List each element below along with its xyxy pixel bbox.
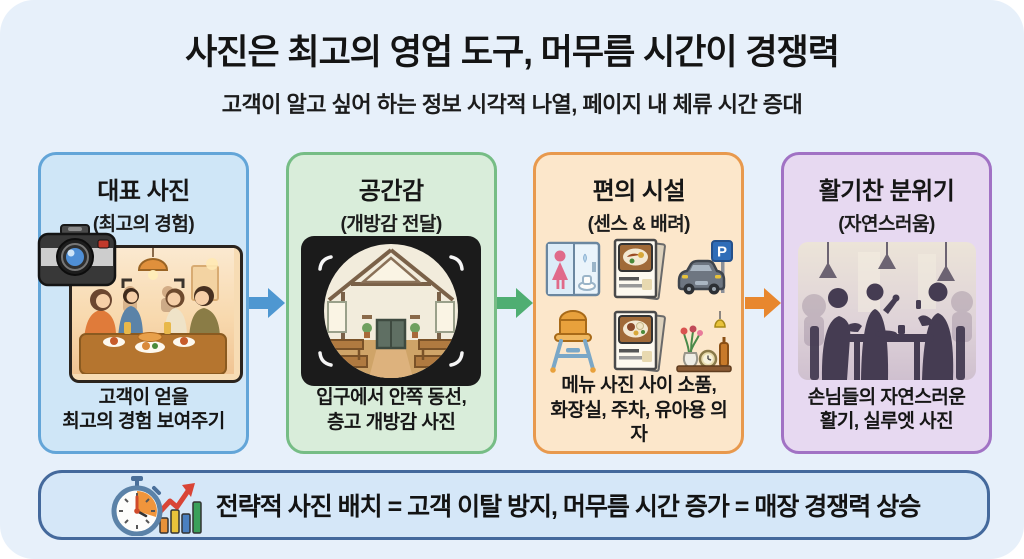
card-amenities: 편의 시설 (센스 & 배려) <box>533 152 745 454</box>
card-illustration: P <box>544 236 734 374</box>
footer-banner: 전략적 사진 배치 = 고객 이탈 방지, 머무름 시간 증가 = 매장 경쟁력… <box>38 470 990 540</box>
card-subtitle: (최고의 경험) <box>92 214 195 235</box>
parking-car-icon: P <box>678 240 734 295</box>
camera-icon <box>37 223 116 287</box>
svg-text:P: P <box>717 244 727 261</box>
card-lively-atmosphere: 활기찬 분위기 (자연스러움) <box>781 152 993 454</box>
page-title: 사진은 최고의 영업 도구, 머무름 시간이 경쟁력 <box>185 33 840 72</box>
flow-row: 대표 사진 (최고의 경험) <box>37 152 993 454</box>
card-subtitle: (개방감 전달) <box>340 214 443 235</box>
footer-text: 전략적 사진 배치 = 고객 이탈 방지, 머무름 시간 증가 = 매장 경쟁력… <box>215 493 921 521</box>
card-subtitle: (자연스러움) <box>838 214 935 235</box>
card-caption: 입구에서 안쪽 동선, 층고 개방감 사진 <box>316 387 467 433</box>
card-caption: 손님들의 자연스러운 활기, 실루엣 사진 <box>807 386 966 433</box>
card-illustration <box>37 223 243 386</box>
silhouette-diners-photo <box>797 241 976 380</box>
card-illustration <box>792 236 981 386</box>
menu-photo-card-icon <box>613 310 666 372</box>
card-title: 활기찬 분위기 <box>818 178 955 205</box>
card-illustration <box>297 236 486 386</box>
card-caption: 메뉴 사진 사이 소품, 화장실, 주차, 유아용 의자 <box>550 375 728 446</box>
stopwatch-growth-chart-icon <box>111 476 202 536</box>
card-caption: 고객이 얻을 최고의 경험 보여주기 <box>62 386 225 433</box>
menu-photo-card-icon <box>613 238 666 300</box>
restroom-icon <box>545 241 601 297</box>
right-arrow-icon <box>744 288 781 318</box>
right-arrow-icon <box>497 288 533 318</box>
high-chair-icon <box>550 310 596 373</box>
page-subtitle: 고객이 알고 싶어 하는 정보 시각적 나열, 페이지 내 체류 시간 증대 <box>221 92 803 117</box>
card-title: 공간감 <box>358 178 424 205</box>
right-arrow-icon <box>249 288 286 318</box>
card-subtitle: (센스 & 배려) <box>587 214 691 235</box>
card-sense-of-space: 공간감 (개방감 전달) <box>285 152 497 454</box>
arrow-2 <box>497 152 534 454</box>
arrow-3 <box>744 152 781 454</box>
card-title: 편의 시설 <box>592 178 686 205</box>
arrow-1 <box>249 152 286 454</box>
card-title: 대표 사진 <box>97 178 190 205</box>
fisheye-interior-photo <box>301 236 482 386</box>
card-representative-photo: 대표 사진 (최고의 경험) <box>37 152 249 454</box>
header: 사진은 최고의 영업 도구, 머무름 시간이 경쟁력 고객이 알고 싶어 하는 … <box>0 24 1024 119</box>
decor-shelf-icon <box>676 311 733 373</box>
